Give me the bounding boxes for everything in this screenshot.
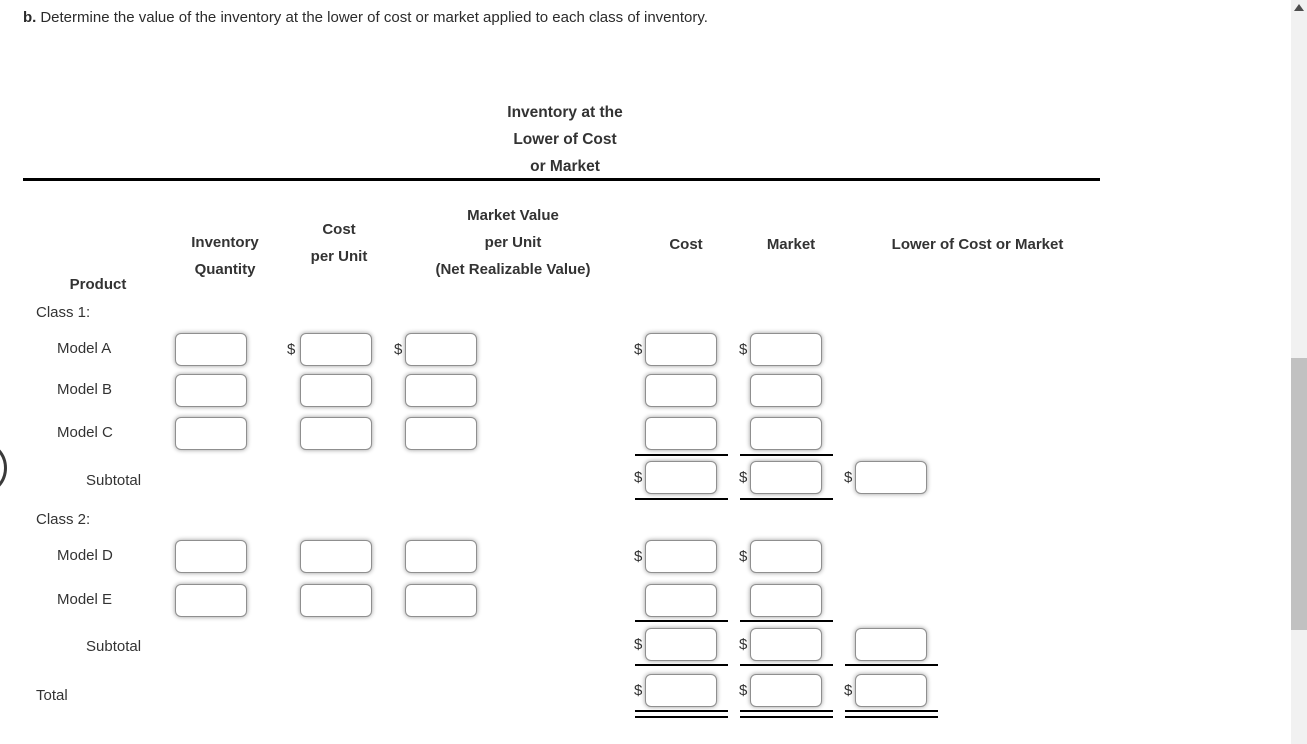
dollar-sign-model-a-cost-per-unit: $ xyxy=(287,341,296,358)
subtotal1-cost-top-rule xyxy=(635,454,728,456)
input-model-a-market-value[interactable] xyxy=(405,333,477,366)
input-subtotal1-market[interactable] xyxy=(750,461,822,494)
input-model-d-market-value[interactable] xyxy=(405,540,477,573)
input-model-d-cost-per-unit[interactable] xyxy=(300,540,372,573)
dollar-sign-model-a-market-value: $ xyxy=(394,341,403,358)
input-model-e-cost-per-unit[interactable] xyxy=(300,584,372,617)
row-label-class1: Class 1: xyxy=(36,304,91,321)
mv-header-line-2: per Unit xyxy=(484,234,542,251)
row-label-model-d: Model D xyxy=(57,547,113,564)
dollar-sign-model-a-market: $ xyxy=(739,341,748,358)
input-model-d-cost[interactable] xyxy=(645,540,717,573)
dollar-sign-subtotal1-lcm: $ xyxy=(844,469,853,486)
scrollbar-up-arrow-icon[interactable] xyxy=(1294,4,1304,11)
row-label-model-e: Model E xyxy=(57,591,113,608)
cpu-header-line-2: per Unit xyxy=(310,248,368,265)
input-model-c-market-value[interactable] xyxy=(405,417,477,450)
subtotal2-lcm-bottom-rule xyxy=(845,664,938,666)
spanner-line-2: Lower of Cost xyxy=(513,131,617,148)
input-model-e-cost[interactable] xyxy=(645,584,717,617)
input-subtotal2-lower-of-cost-or-market[interactable] xyxy=(855,628,927,661)
table-spanner-header: Inventory at the Lower of Cost or Market xyxy=(420,99,710,180)
row-label-model-a: Model A xyxy=(57,340,112,357)
input-subtotal1-cost[interactable] xyxy=(645,461,717,494)
input-model-a-cost-per-unit[interactable] xyxy=(300,333,372,366)
input-model-e-market-value[interactable] xyxy=(405,584,477,617)
column-header-market: Market xyxy=(766,236,816,253)
column-header-cost: Cost xyxy=(669,236,703,253)
input-total-cost[interactable] xyxy=(645,674,717,707)
input-model-b-cost-per-unit[interactable] xyxy=(300,374,372,407)
input-subtotal2-cost[interactable] xyxy=(645,628,717,661)
input-model-b-cost[interactable] xyxy=(645,374,717,407)
input-model-c-cost-per-unit[interactable] xyxy=(300,417,372,450)
subtotal2-market-bottom-rule xyxy=(740,664,833,666)
mv-header-line-3: (Net Realizable Value) xyxy=(435,261,591,278)
question-prompt: b.Determine the value of the inventory a… xyxy=(23,9,708,26)
column-header-lower-of-cost-or-market: Lower of Cost or Market xyxy=(891,236,1064,253)
dollar-sign-model-d-market: $ xyxy=(739,548,748,565)
row-label-model-b: Model B xyxy=(57,381,113,398)
row-label-class2-subtotal: Subtotal xyxy=(86,638,142,655)
spanner-line-3: or Market xyxy=(530,158,600,175)
input-model-a-market[interactable] xyxy=(750,333,822,366)
subtotal2-market-top-rule xyxy=(740,620,833,622)
column-header-product: Product xyxy=(69,276,127,293)
input-model-a-quantity[interactable] xyxy=(175,333,247,366)
qty-header-line-2: Quantity xyxy=(194,261,256,278)
header-rule xyxy=(23,178,1100,181)
total-lcm-double-rule xyxy=(845,710,938,718)
subtotal1-cost-bottom-rule xyxy=(635,498,728,500)
input-subtotal1-lower-of-cost-or-market[interactable] xyxy=(855,461,927,494)
question-letter: b. xyxy=(23,9,37,26)
column-header-inventory-quantity: Inventory Quantity xyxy=(165,229,285,283)
input-model-b-quantity[interactable] xyxy=(175,374,247,407)
total-market-double-rule xyxy=(740,710,833,718)
dollar-sign-subtotal1-cost: $ xyxy=(634,469,643,486)
dollar-sign-subtotal1-market: $ xyxy=(739,469,748,486)
row-label-class1-subtotal: Subtotal xyxy=(86,472,142,489)
input-model-c-market[interactable] xyxy=(750,417,822,450)
clipped-circle-icon xyxy=(0,440,7,496)
dollar-sign-model-d-cost: $ xyxy=(634,548,643,565)
input-model-c-cost[interactable] xyxy=(645,417,717,450)
subtotal2-cost-bottom-rule xyxy=(635,664,728,666)
dollar-sign-total-market: $ xyxy=(739,682,748,699)
dollar-sign-subtotal2-market: $ xyxy=(739,636,748,653)
input-total-lower-of-cost-or-market[interactable] xyxy=(855,674,927,707)
mv-header-line-1: Market Value xyxy=(467,207,559,224)
dollar-sign-total-cost: $ xyxy=(634,682,643,699)
input-model-b-market[interactable] xyxy=(750,374,822,407)
dollar-sign-model-a-cost: $ xyxy=(634,341,643,358)
input-model-e-market[interactable] xyxy=(750,584,822,617)
total-cost-double-rule xyxy=(635,710,728,718)
input-model-d-market[interactable] xyxy=(750,540,822,573)
subtotal1-market-top-rule xyxy=(740,454,833,456)
subtotal1-market-bottom-rule xyxy=(740,498,833,500)
row-label-total: Total xyxy=(36,687,68,704)
input-model-e-quantity[interactable] xyxy=(175,584,247,617)
row-label-model-c: Model C xyxy=(57,424,113,441)
input-model-c-quantity[interactable] xyxy=(175,417,247,450)
dollar-sign-total-lcm: $ xyxy=(844,682,853,699)
input-model-a-cost[interactable] xyxy=(645,333,717,366)
input-total-market[interactable] xyxy=(750,674,822,707)
cpu-header-line-1: Cost xyxy=(322,221,356,238)
dollar-sign-subtotal2-cost: $ xyxy=(634,636,643,653)
input-subtotal2-market[interactable] xyxy=(750,628,822,661)
question-text: Determine the value of the inventory at … xyxy=(40,9,708,26)
spanner-line-1: Inventory at the xyxy=(507,104,623,121)
column-header-cost-per-unit: Cost per Unit xyxy=(289,216,389,270)
subtotal2-cost-top-rule xyxy=(635,620,728,622)
vertical-scrollbar-thumb[interactable] xyxy=(1291,358,1307,630)
input-model-d-quantity[interactable] xyxy=(175,540,247,573)
row-label-class2: Class 2: xyxy=(36,511,91,528)
input-model-b-market-value[interactable] xyxy=(405,374,477,407)
qty-header-line-1: Inventory xyxy=(191,234,259,251)
column-header-market-value-per-unit: Market Value per Unit (Net Realizable Va… xyxy=(385,202,641,283)
